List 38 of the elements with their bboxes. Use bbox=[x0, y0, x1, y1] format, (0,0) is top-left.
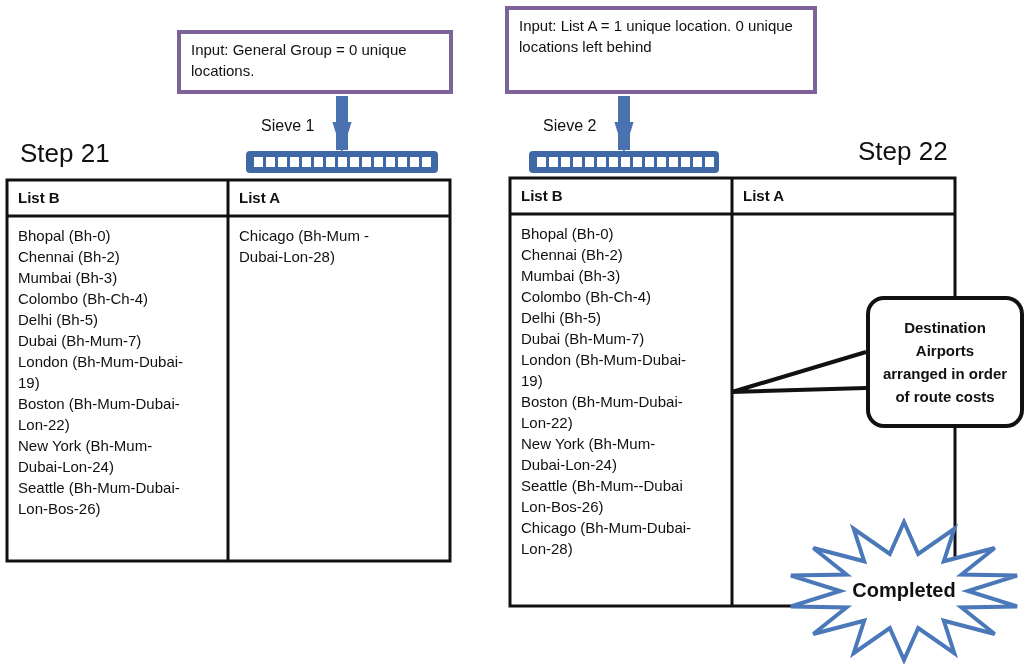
step-heading: Step 21 bbox=[20, 138, 110, 169]
block-arrow bbox=[332, 96, 352, 152]
speech-callout: Destination Airports arranged in order of route costs bbox=[866, 296, 1024, 428]
list-item: Delhi (Bh-5) bbox=[521, 308, 603, 328]
list-item: Dubai (Bh-Mum-7) bbox=[18, 331, 143, 351]
column-header: List B bbox=[18, 189, 60, 206]
sieve-drawing bbox=[246, 151, 438, 173]
list-item: Dubai (Bh-Mum-7) bbox=[521, 329, 646, 349]
list-item: Chennai (Bh-2) bbox=[18, 247, 121, 267]
list-item: Boston (Bh-Mum-Dubai-Lon-22) bbox=[18, 394, 181, 435]
column-header: List A bbox=[239, 189, 281, 206]
column-header: List B bbox=[521, 187, 563, 204]
list-item: Mumbai (Bh-3) bbox=[521, 266, 622, 286]
list-item: Delhi (Bh-5) bbox=[18, 310, 100, 330]
input-box: Input: List A = 1 unique location. 0 unique locations left behind bbox=[505, 6, 817, 94]
list-item: Colombo (Bh-Ch-4) bbox=[18, 289, 150, 309]
sieve-label: Sieve 1 bbox=[261, 117, 315, 135]
list-item: Colombo (Bh-Ch-4) bbox=[521, 287, 653, 307]
sieve-label: Sieve 2 bbox=[543, 117, 597, 135]
list-item: New York (Bh-Mum-Dubai-Lon-24) bbox=[521, 434, 657, 475]
list-item: Chicago (Bh-Mum - Dubai-Lon-28) bbox=[239, 226, 371, 267]
list-item: Boston (Bh-Mum-Dubai-Lon-22) bbox=[521, 392, 684, 433]
list-item: Bhopal (Bh-0) bbox=[18, 226, 112, 246]
sieve-drawing bbox=[529, 151, 719, 173]
list-item: Chennai (Bh-2) bbox=[521, 245, 624, 265]
list-item: New York (Bh-Mum-Dubai-Lon-24) bbox=[18, 436, 154, 477]
step-heading: Step 22 bbox=[858, 136, 948, 167]
list-item: London (Bh-Mum-Dubai-19) bbox=[18, 352, 185, 393]
list-item: Chicago (Bh-Mum-Dubai-Lon-28) bbox=[521, 518, 693, 559]
list-item: Bhopal (Bh-0) bbox=[521, 224, 615, 244]
block-arrow bbox=[614, 96, 634, 152]
list-item: Seattle (Bh-Mum--Dubai Lon-Bos-26) bbox=[521, 476, 684, 517]
list-item: Mumbai (Bh-3) bbox=[18, 268, 119, 288]
list-item: Seattle (Bh-Mum-Dubai-Lon-Bos-26) bbox=[18, 478, 181, 519]
column-header: List A bbox=[743, 187, 785, 204]
input-box: Input: General Group = 0 unique locations. bbox=[177, 30, 453, 94]
list-item: London (Bh-Mum-Dubai-19) bbox=[521, 350, 688, 391]
callout-text: Completed bbox=[851, 579, 957, 602]
